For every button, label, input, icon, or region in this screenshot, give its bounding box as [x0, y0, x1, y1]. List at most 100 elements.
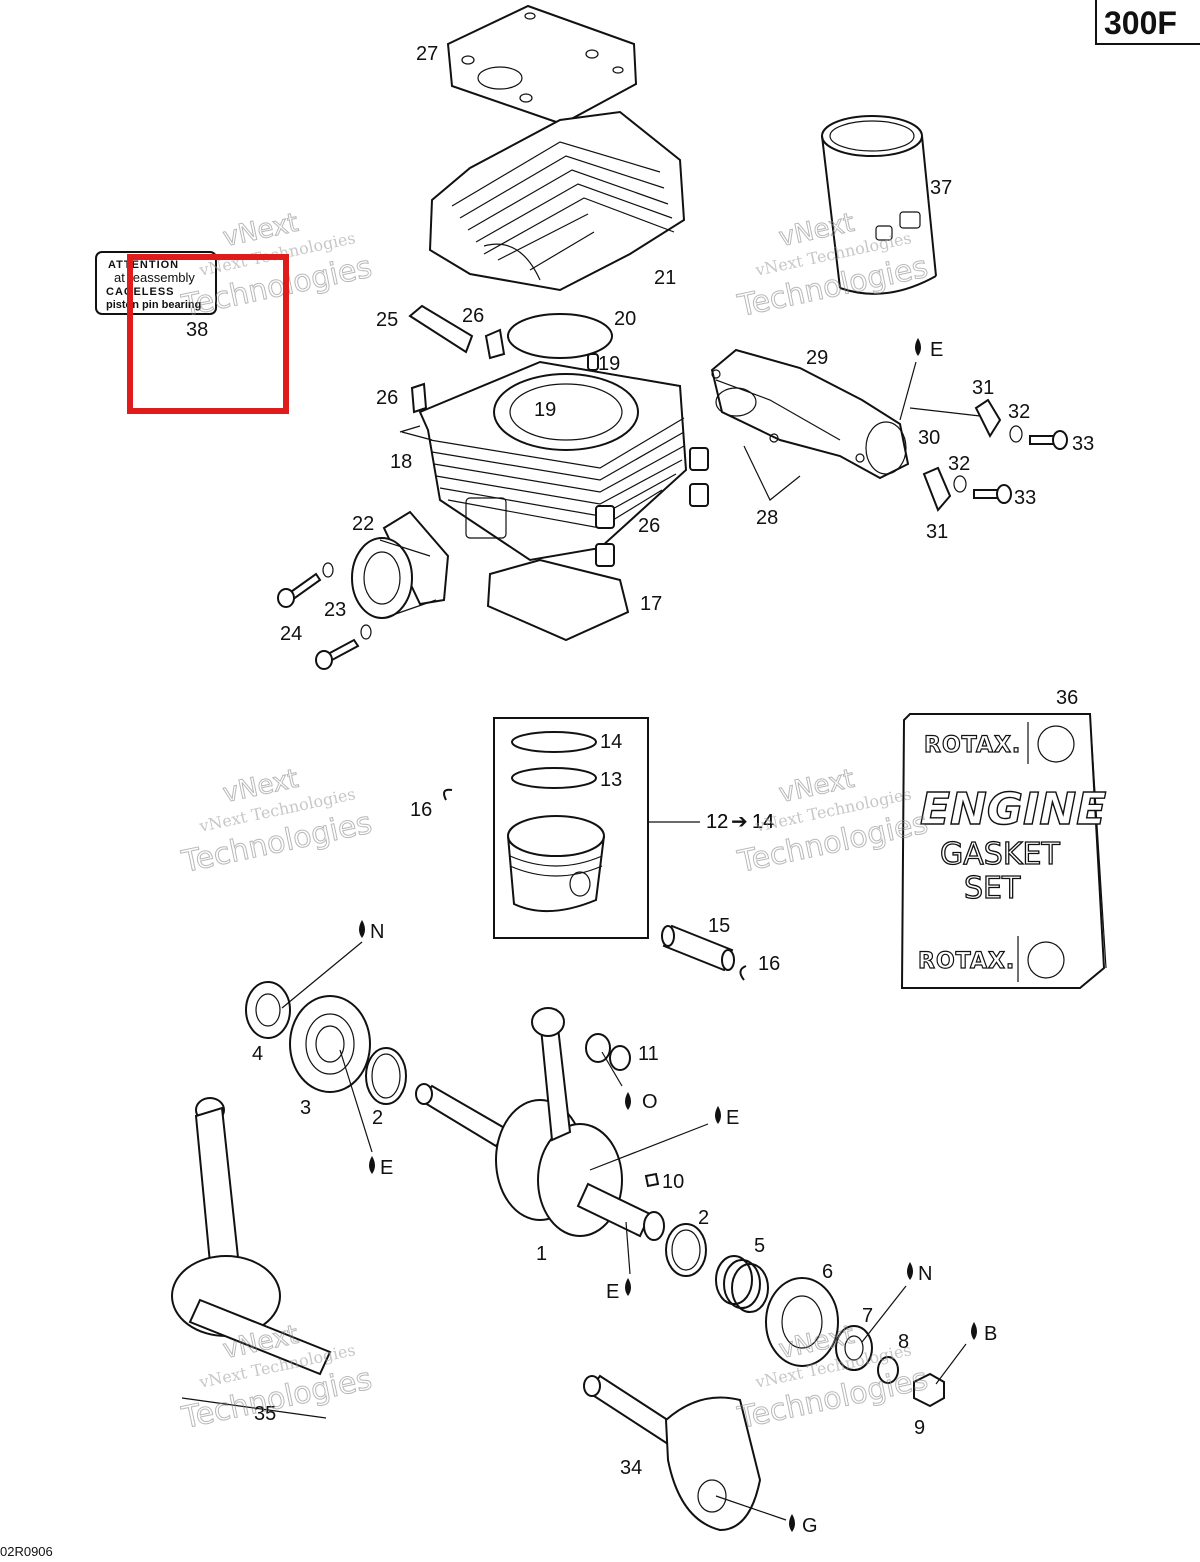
callout-36: 36 [1056, 687, 1078, 709]
part-27-head-gasket [446, 4, 638, 126]
callout-31: 31 [926, 521, 948, 543]
piston-group-arrow: ➔ [731, 811, 748, 833]
callout-O: O [642, 1091, 658, 1113]
callout-18: 18 [390, 451, 412, 473]
callout-11: 11 [638, 1043, 659, 1065]
callout-E: E [930, 339, 943, 361]
part-35-connecting-rod [171, 1097, 332, 1419]
part-17-base-gasket [486, 558, 630, 642]
callout-7: 7 [862, 1305, 873, 1327]
callout-29: 29 [806, 347, 828, 369]
model-code-box: 300F [1095, 0, 1200, 45]
callout-9: 9 [914, 1417, 925, 1439]
decal-line-3: CAGELESS [106, 286, 175, 298]
part-33-screw-a [1029, 430, 1068, 450]
part-14-ring [511, 731, 597, 753]
callout-26: 26 [638, 515, 660, 537]
callout-25: 25 [376, 309, 398, 331]
part-22-intake-flange [351, 510, 450, 619]
callout-26: 26 [376, 387, 398, 409]
callout-5: 5 [754, 1235, 765, 1257]
callout-20: 20 [614, 308, 636, 330]
part-34-crank-half [583, 1374, 762, 1532]
gasket-title-3: SET [964, 871, 1021, 906]
callout-4: 4 [252, 1043, 263, 1065]
gasket-title-1: ENGINE [920, 784, 1106, 835]
decal-line-2: at reassembly [114, 270, 195, 285]
part-5-spring [715, 1255, 769, 1313]
callout-3: 3 [300, 1097, 311, 1119]
part-18-cylinder [399, 360, 688, 562]
callout-6: 6 [822, 1261, 833, 1283]
piston-group-range-to: 14 [752, 811, 774, 833]
part-9-nut [913, 1372, 945, 1408]
callout-14: 14 [752, 811, 774, 833]
part-26-clip-left [410, 382, 428, 414]
gasket-title-2: GASKET [940, 837, 1060, 872]
part-28-leader [743, 445, 801, 501]
part-33-screw-b [973, 484, 1012, 504]
part-31-bracket-a [974, 398, 1002, 439]
piston-group-range-from: 12 [706, 811, 728, 833]
callout-16: 16 [410, 799, 432, 821]
part-36-gasket-set: ROTAX. ENGINE GASKET SET ROTAX. [900, 713, 1107, 989]
part-26-clip-top [484, 328, 506, 360]
part-37-cylinder-sleeve [821, 115, 937, 295]
gasket-brand-top: ROTAX. [924, 733, 1021, 758]
callout-37: 37 [930, 177, 952, 199]
part-19-dowel-a [587, 353, 599, 371]
callout-N: N [370, 921, 384, 943]
part-16-clip-b [739, 965, 747, 981]
callout-14: 14 [600, 731, 622, 753]
part-2-shim-right [665, 1223, 707, 1277]
part-4-seal [245, 981, 291, 1039]
part-12-piston [507, 815, 605, 913]
callout-23: 23 [324, 599, 346, 621]
decal-line-1: ATTENTION [108, 259, 179, 271]
part-10-key [644, 1172, 660, 1188]
callout-E: E [726, 1107, 739, 1129]
model-code: 300F [1104, 5, 1177, 41]
part-1-crankshaft [415, 1007, 665, 1241]
callout-32: 32 [948, 453, 970, 475]
part-15-piston-pin [661, 924, 735, 972]
lubricant-drops [359, 338, 977, 1532]
callout-12: 12 [706, 811, 728, 833]
callout-1: 1 [536, 1243, 547, 1265]
part-20-o-ring [507, 313, 613, 359]
part-13-ring [511, 767, 597, 789]
part-7-seal [835, 1325, 873, 1371]
callout-34: 34 [620, 1457, 642, 1479]
callout-13: 13 [600, 769, 622, 791]
gasket-brand-bottom: ROTAX. [918, 949, 1015, 974]
part-3-ball-bearing [289, 995, 371, 1093]
part-29-exhaust-manifold [710, 348, 910, 480]
part-24-screw-a [277, 572, 322, 608]
part-25-plate [408, 304, 474, 354]
callout-10: 10 [662, 1171, 684, 1193]
leader-lines [281, 361, 981, 1521]
part-24-screw-b [315, 638, 360, 670]
part-26-clip-b [689, 483, 709, 507]
callout-33: 33 [1014, 487, 1036, 509]
part-26-clip-d [595, 543, 615, 567]
callout-38: 38 [186, 319, 208, 341]
callout-8: 8 [898, 1331, 909, 1353]
callout-2: 2 [698, 1207, 709, 1229]
callout-35: 35 [254, 1403, 276, 1425]
callout-2: 2 [372, 1107, 383, 1129]
callout-17: 17 [640, 593, 662, 615]
selection-highlight[interactable] [127, 254, 289, 414]
piston-group [493, 717, 700, 939]
part-32-washer-a [1009, 425, 1023, 443]
part-6-ball-bearing [765, 1277, 839, 1367]
callout-19: 19 [534, 399, 556, 421]
part-11-needle-bearing [585, 1033, 631, 1071]
callout-19: 19 [598, 353, 620, 375]
callout-E: E [380, 1157, 393, 1179]
callout-N: N [918, 1263, 932, 1285]
part-23-washer-a [322, 562, 334, 578]
callout-B: B [984, 1323, 997, 1345]
